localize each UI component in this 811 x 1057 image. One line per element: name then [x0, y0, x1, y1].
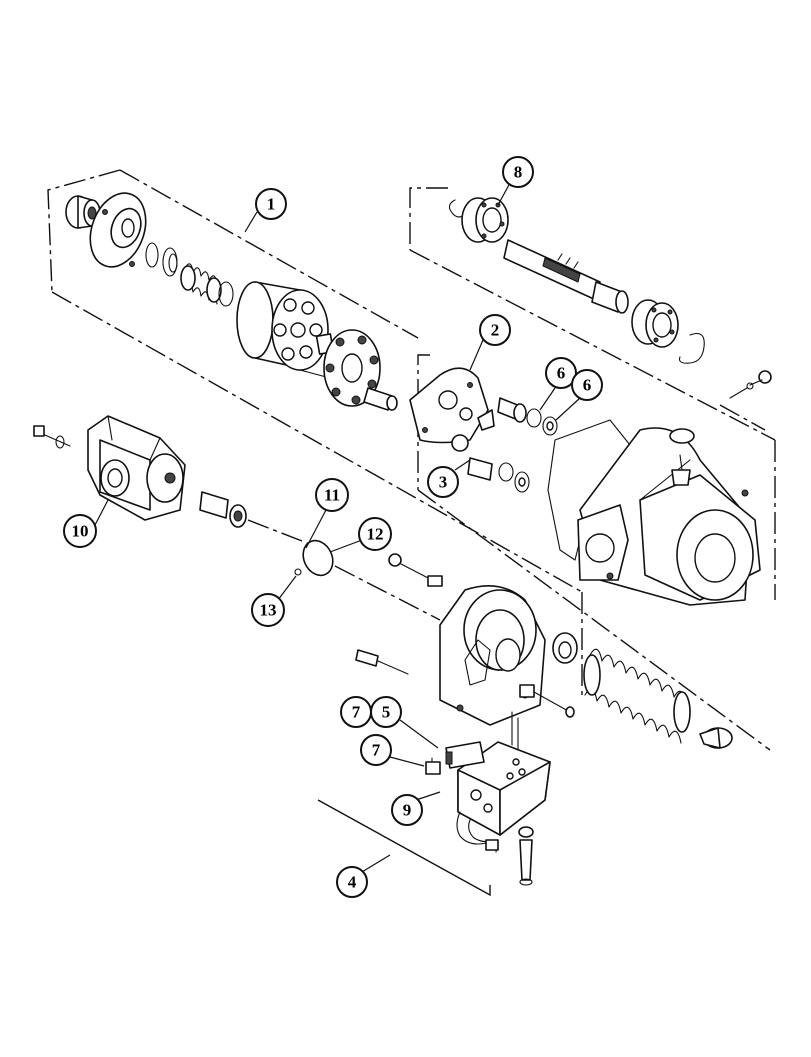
shaft-bearing-parts: [448, 197, 705, 364]
callout-10: 10: [63, 514, 97, 548]
solenoid-valve-block: [425, 711, 551, 886]
valve-plug-side: [552, 632, 578, 664]
callout-10-label: 10: [72, 522, 89, 541]
drive-shaft: [503, 239, 629, 314]
cylinder-block: [236, 281, 329, 371]
callout-2-label: 2: [491, 321, 500, 340]
check-valve-upper: [497, 397, 558, 436]
group-bracket-1: [47, 169, 583, 700]
pump-housing: [547, 370, 772, 606]
gear-pump-body: [87, 415, 186, 521]
snap-ring-rear: [678, 332, 705, 364]
mounting-bolts: [511, 711, 534, 886]
callout-6b: 6: [571, 369, 603, 401]
swash-plate: [89, 192, 147, 268]
group-bracket-8: [409, 187, 776, 600]
callout-1-label: 1: [267, 195, 276, 214]
washer: [162, 247, 178, 277]
solenoid-connector: [425, 757, 441, 775]
retainer-plate: [323, 329, 381, 407]
washer-2: [218, 281, 234, 307]
snap-ring: [145, 242, 159, 268]
control-valve: [355, 553, 578, 726]
housing-plug: [669, 428, 695, 486]
callout-11-label: 11: [324, 486, 340, 505]
gear-pump-bolt: [33, 425, 71, 449]
ball-bearing-rear: [631, 299, 679, 348]
ball-bearing-front: [461, 197, 509, 243]
group-bracket-4: [317, 799, 491, 897]
callout-12-label: 12: [367, 525, 384, 544]
callout-6b-label: 6: [583, 376, 592, 395]
spring-cap: [699, 727, 733, 749]
callout-6a-label: 6: [557, 364, 566, 383]
callout-12: 12: [358, 517, 392, 551]
seal-ring: [294, 568, 302, 576]
callout-6a: 6: [545, 357, 577, 389]
solenoid-coil: [445, 741, 485, 769]
callout-4: 4: [336, 866, 368, 898]
callout-3: 3: [427, 466, 459, 498]
valve-screw-left: [355, 649, 409, 675]
callout-8: 8: [502, 156, 534, 188]
callout-5: 5: [370, 696, 402, 728]
callout-5-label: 5: [382, 703, 391, 722]
callout-8-label: 8: [514, 163, 523, 182]
gear-pump: [33, 415, 321, 549]
callout-1: 1: [255, 188, 287, 220]
compensator-spring: [583, 648, 691, 744]
end-cap-plate: [409, 367, 489, 444]
callout-9: 9: [391, 794, 423, 826]
callout-9-label: 9: [403, 801, 412, 820]
callout-7a-label: 7: [352, 703, 361, 722]
vent-plug: [729, 370, 772, 399]
callout-7b: 7: [360, 734, 392, 766]
callout-7a: 7: [340, 696, 372, 728]
callout-3-label: 3: [439, 473, 448, 492]
end-cap-parts: [409, 367, 558, 493]
valve-plug-lower: [519, 684, 575, 718]
callout-7b-label: 7: [372, 741, 381, 760]
rotating-group-parts: [65, 192, 398, 411]
drive-pin: [363, 387, 398, 411]
callout-2: 2: [479, 314, 511, 346]
check-valve-lower: [451, 434, 530, 493]
callout-13: 13: [251, 593, 285, 627]
callout-4-label: 4: [348, 873, 357, 892]
group-bracket-2: [417, 354, 771, 751]
housing-body: [577, 427, 761, 606]
wiring-harness: [456, 811, 499, 853]
valve-body: [439, 584, 546, 726]
callout-11: 11: [315, 478, 349, 512]
spring: [180, 263, 222, 305]
coupling: [199, 491, 247, 528]
valve-screw-upper: [388, 553, 443, 587]
callout-13-label: 13: [260, 601, 277, 620]
o-ring: [302, 539, 334, 577]
valve-block: [457, 741, 551, 836]
valve-pin: [477, 409, 495, 431]
